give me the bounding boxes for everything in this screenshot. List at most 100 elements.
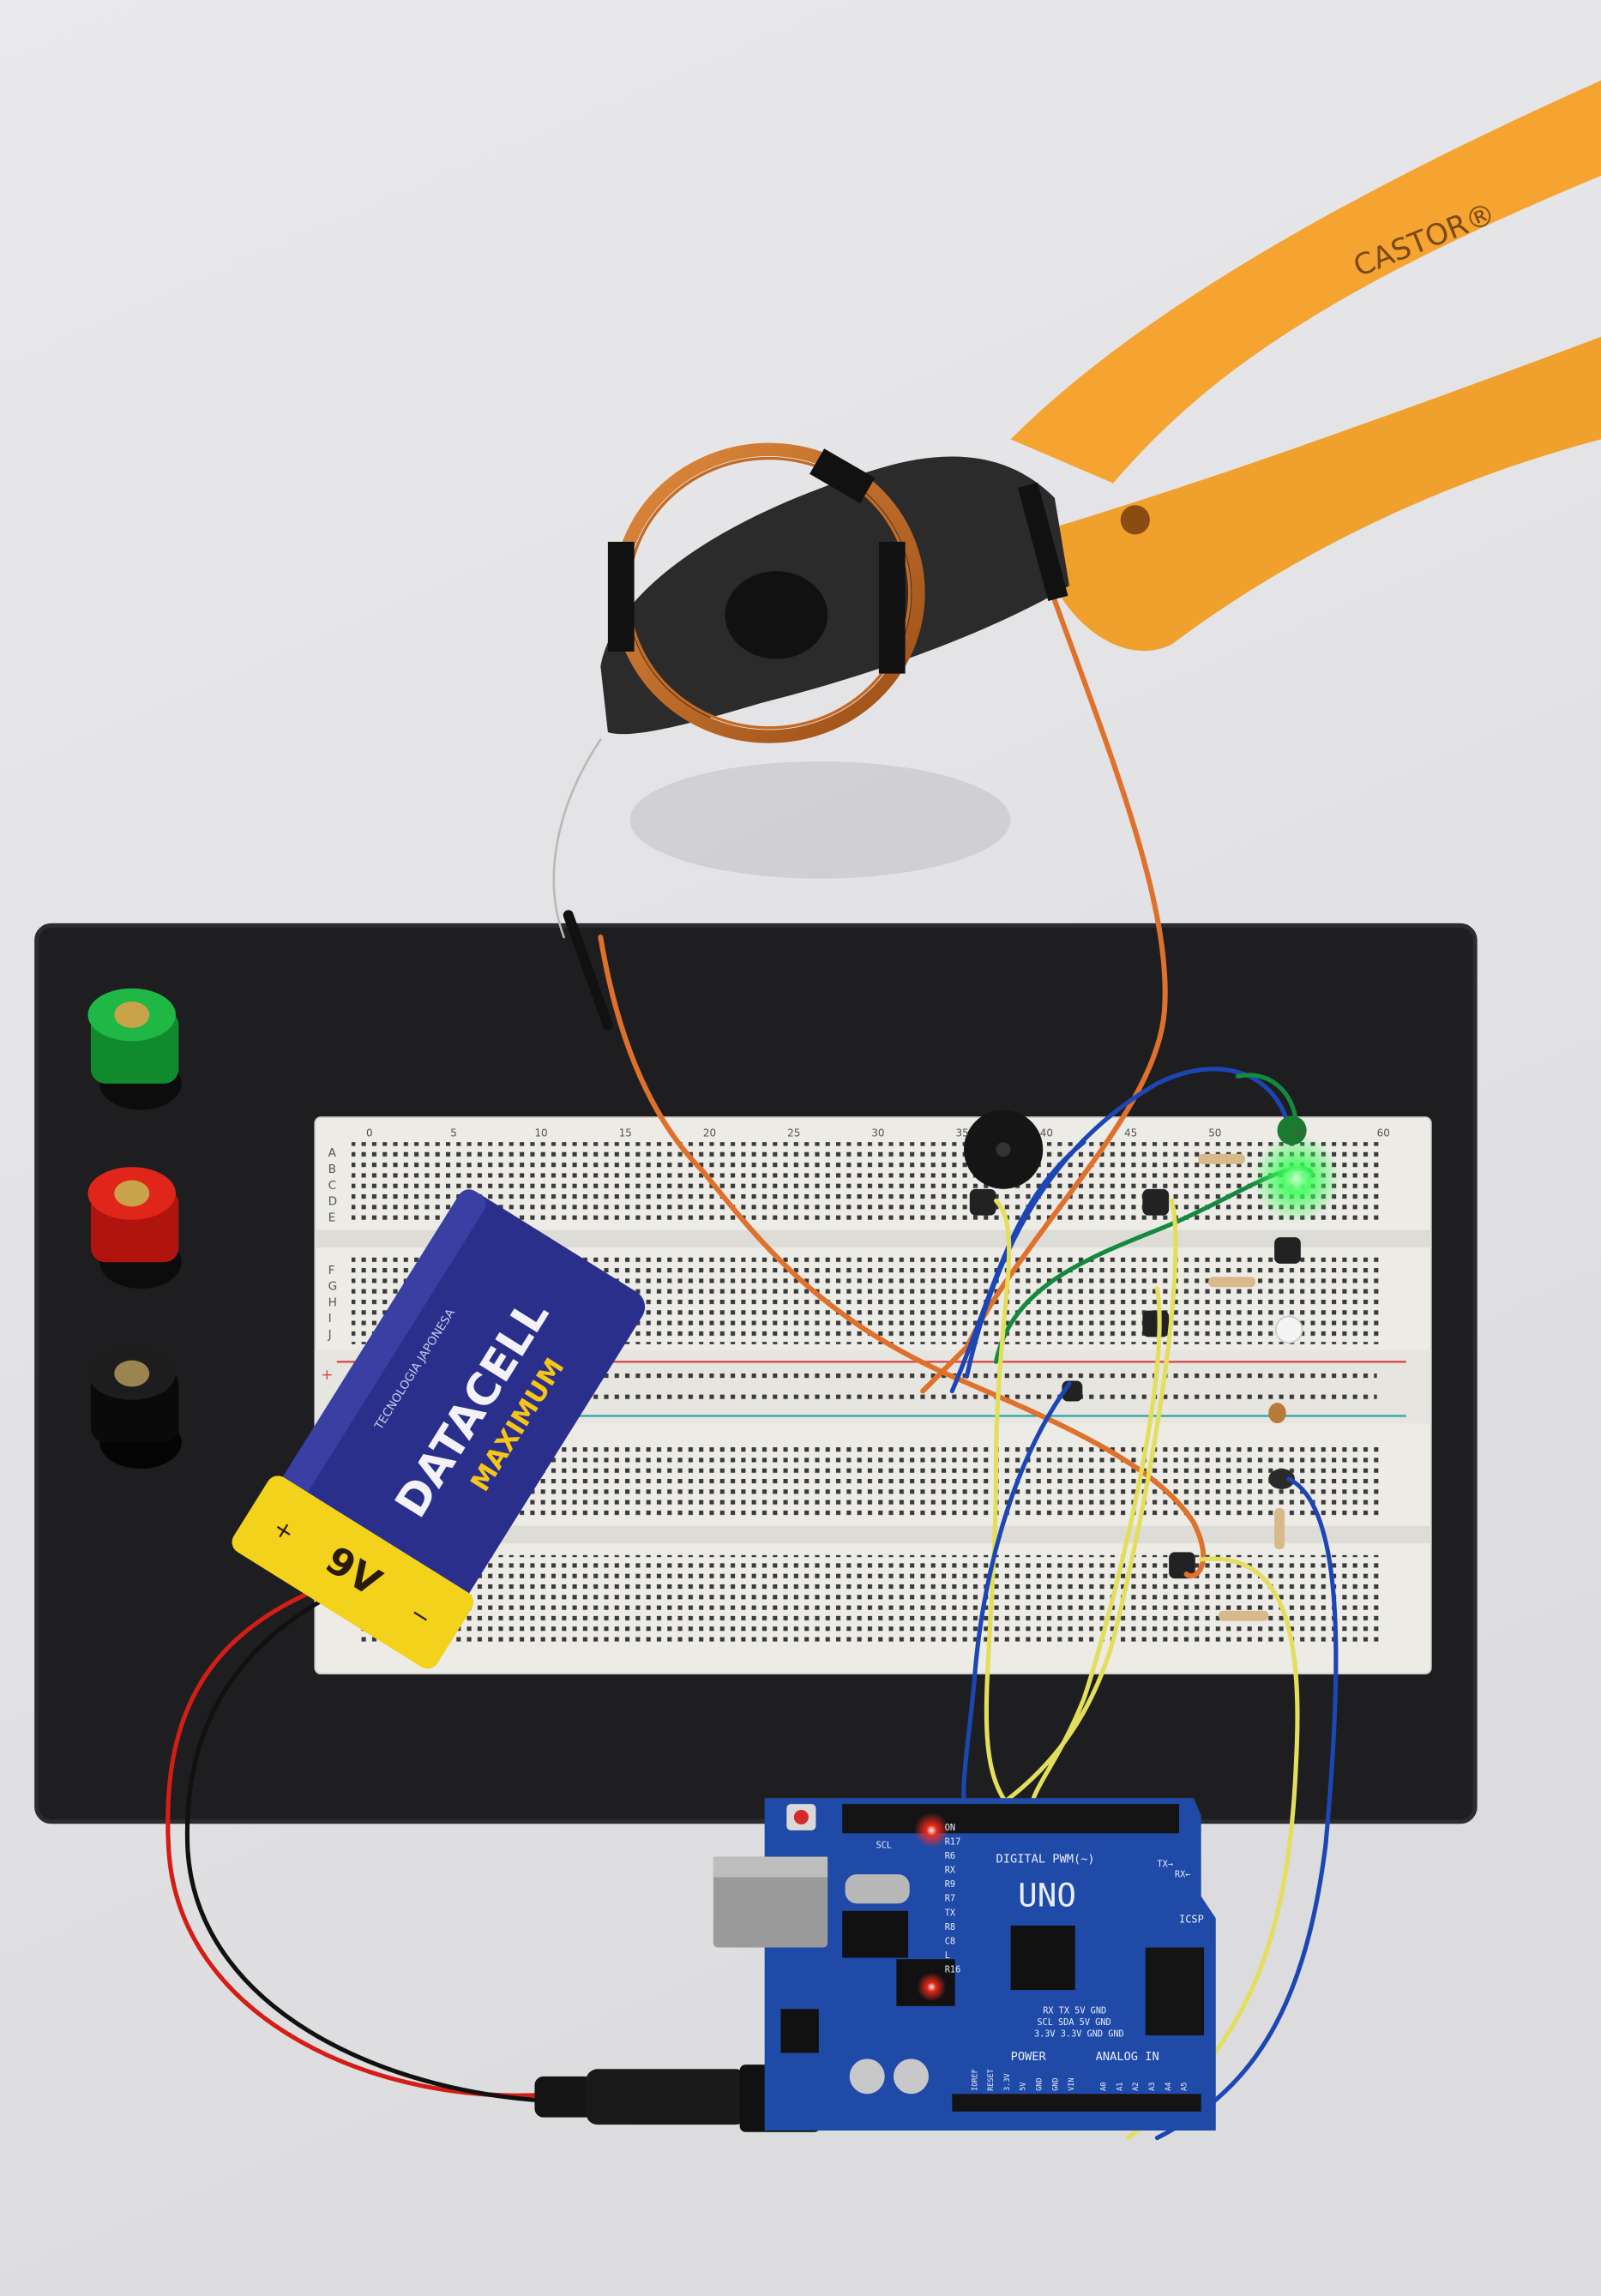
green-led-lit: [1252, 1134, 1340, 1223]
column-number: 0: [366, 1127, 373, 1139]
analog-pin-label: A1: [1116, 2083, 1124, 2091]
column-number: 15: [619, 1127, 632, 1139]
battery-snap-cable: [166, 1579, 557, 2104]
led-label: RX: [945, 1866, 956, 1876]
column-number: 45: [1124, 1127, 1137, 1139]
terminal-strip-lower-f-j[interactable]: [358, 1554, 1385, 1644]
yellow-wire-2: [993, 1198, 1178, 1811]
row-letter: B: [328, 1163, 336, 1176]
led-label: R16: [945, 1965, 961, 1975]
analog-pin-label: A5: [1181, 2083, 1189, 2091]
board-model: UNO: [1018, 1877, 1076, 1914]
scl-label: SCL: [876, 1840, 892, 1850]
row-letter: J: [328, 1328, 332, 1342]
column-number: 35: [956, 1127, 969, 1139]
rail-plus-label: +: [321, 1367, 333, 1384]
icsp-header[interactable]: [1145, 1947, 1205, 2035]
led-label: R6: [945, 1851, 955, 1861]
analog-label: ANALOG IN: [1096, 2050, 1159, 2064]
pliers-shadow: [629, 761, 1011, 879]
pliers-cutter: [725, 571, 828, 659]
led-label: L: [945, 1950, 950, 1961]
blue-wire-3: [1154, 1476, 1339, 2141]
power-pin-label: IOREF: [971, 2069, 979, 2091]
power-pin-label: VIN: [1068, 2077, 1076, 2090]
icsp-label: ICSP: [1179, 1913, 1204, 1925]
row-letter: D: [328, 1195, 338, 1209]
arduino-uno-board: UNO DIGITAL PWM(~) SCL ICSP POWER ANALOG…: [713, 1798, 1216, 2131]
row-letter: I: [328, 1312, 332, 1325]
orange-wire-coil-2: [598, 935, 1207, 1579]
green-led: [1277, 1115, 1307, 1145]
digital-label: DIGITAL PWM(~): [996, 1852, 1095, 1866]
tape: [1017, 482, 1068, 602]
pliers-handle-lower: [1054, 336, 1601, 652]
l-led: [917, 1972, 947, 2002]
handle-hole: [1120, 505, 1150, 535]
column-number: 30: [871, 1127, 884, 1139]
column-number: 50: [1208, 1127, 1221, 1139]
row-letter: A: [328, 1146, 337, 1160]
binding-post-black[interactable]: [87, 1347, 182, 1470]
header-row: RX TX 5V GND: [1043, 2005, 1106, 2016]
thin-wire: [552, 738, 602, 939]
column-number: 5: [450, 1127, 457, 1139]
tape: [878, 541, 906, 674]
capacitor: [893, 2059, 929, 2095]
header-row: SCL SDA 5V GND: [1037, 2017, 1110, 2028]
battery-9v: DATACELL MAXIMUM TECNOLOGIA JAPONESA 9V …: [232, 1189, 646, 1669]
analog-pin-label: A3: [1148, 2083, 1157, 2091]
row-letter: H: [328, 1295, 337, 1309]
row-letters: A B C D E F G H I J: [328, 1146, 338, 1342]
column-number: 55: [1292, 1127, 1305, 1139]
led-label: R17: [945, 1836, 961, 1847]
power-pin-label: GND: [1035, 2077, 1044, 2090]
power-pin-label: 5V: [1020, 2083, 1028, 2091]
analog-pin-label: A4: [1165, 2083, 1173, 2091]
tape: [810, 448, 876, 503]
capacitor: [849, 2059, 885, 2095]
tx-label: TX→: [1157, 1860, 1173, 1870]
column-number: 20: [703, 1127, 716, 1139]
column-number: 40: [1040, 1127, 1053, 1139]
analog-pin-label: A0: [1100, 2083, 1109, 2091]
analog-pin-labels: A0 A1 A2 A3 A4 A5: [1100, 2083, 1189, 2091]
rx-label: RX←: [1175, 1870, 1191, 1880]
row-letter: E: [328, 1211, 336, 1224]
atmega-chip: [1010, 1925, 1075, 1991]
binding-post-red[interactable]: [87, 1167, 182, 1289]
buzzer: [963, 1109, 1044, 1189]
column-number: 25: [787, 1127, 800, 1139]
pliers-handle-upper: [1010, 80, 1601, 484]
crystal: [845, 1874, 910, 1904]
heat-shrink: [563, 910, 613, 1031]
binding-post-green[interactable]: [87, 988, 182, 1110]
yellow-wire-3: [1029, 1286, 1162, 1818]
blue-wire-4: [961, 1381, 1072, 1818]
power-rail-plus[interactable]: [366, 1372, 1377, 1384]
power-pin-label: RESET: [987, 2069, 996, 2091]
tape: [607, 541, 635, 652]
led-label: R9: [945, 1879, 955, 1890]
led-label: R8: [945, 1922, 955, 1932]
led-label: TX: [945, 1908, 956, 1918]
pliers-jaw: [600, 456, 1069, 735]
resistors: [1198, 1153, 1285, 1621]
row-letter: C: [328, 1179, 337, 1193]
led-label: C8: [945, 1936, 955, 1946]
digital-header[interactable]: [842, 1804, 1180, 1834]
on-led: [913, 1812, 949, 1848]
column-number: 10: [534, 1127, 547, 1139]
power-rail-minus[interactable]: [366, 1392, 1377, 1404]
usb-port[interactable]: [713, 1856, 828, 1948]
row-letter: G: [328, 1280, 338, 1294]
power-pin-label: GND: [1051, 2077, 1060, 2090]
power-analog-header[interactable]: [952, 2094, 1201, 2112]
white-led: [1274, 1315, 1303, 1344]
analog-pin-label: A2: [1132, 2083, 1141, 2091]
row-letter: F: [328, 1264, 335, 1277]
